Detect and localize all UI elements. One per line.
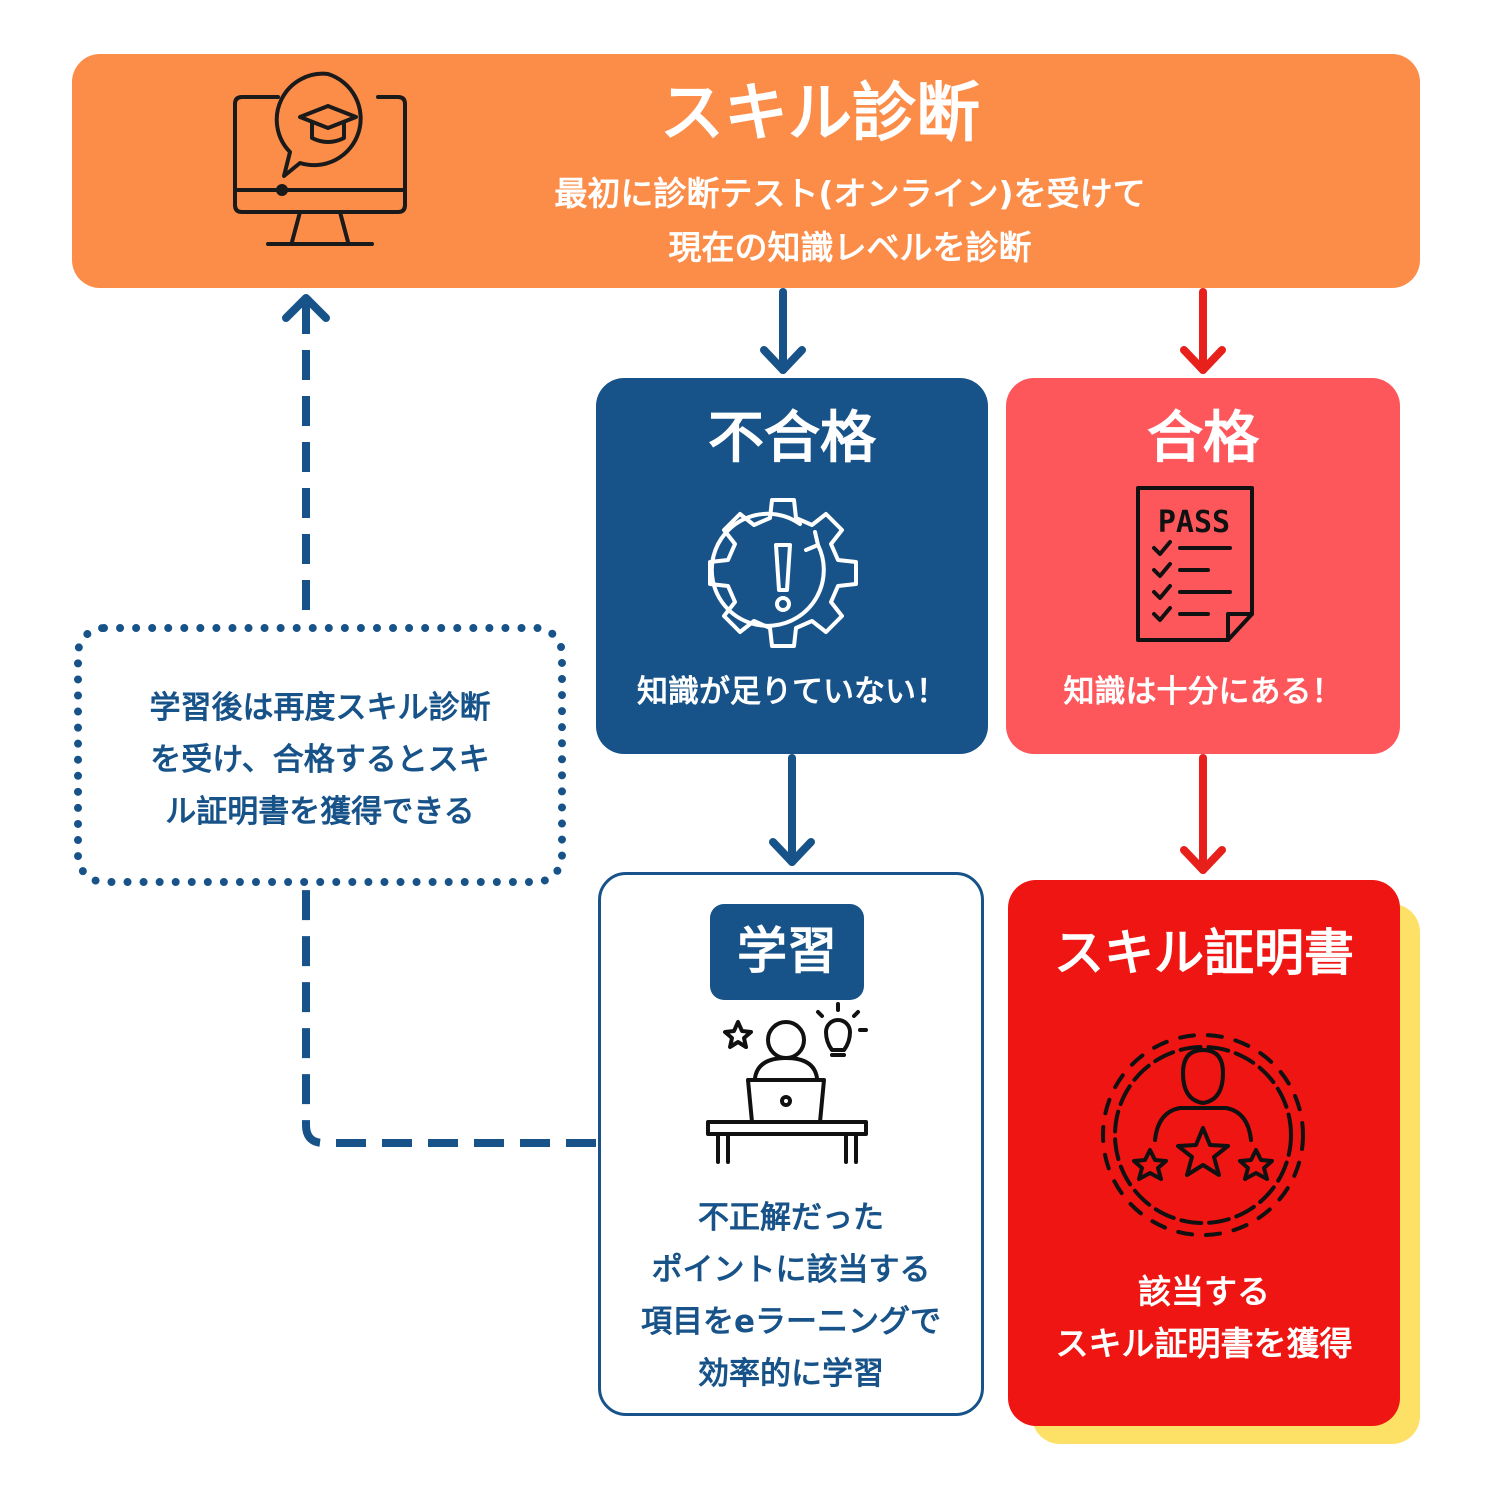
study-desc-line: 効率的に学習 [698, 1356, 884, 1392]
study-label: 学習 [737, 922, 837, 980]
skill-check-desc-line1: 最初に診断テスト(オンライン)を受けて [554, 174, 1146, 213]
study-desc-line: ポイントに該当する [651, 1252, 931, 1288]
pass-desc: 知識は十分にある！ [1063, 674, 1343, 710]
gear-person-stars-icon [1101, 1033, 1305, 1237]
person-laptop-idea-icon [706, 1002, 868, 1164]
study-desc-line: 項目をeラーニングで [640, 1304, 942, 1340]
study-desc: 不正解だった ポイントに該当する 項目をeラーニングで 効率的に学習 [598, 1192, 984, 1400]
note-desc: 学習後は再度スキル診断 を受け、合格するとスキ ル証明書を獲得できる [96, 682, 544, 838]
pass-box [1006, 378, 1400, 754]
certificate-desc: 該当する スキル証明書を獲得 [1008, 1266, 1400, 1370]
certificate-box [1008, 880, 1400, 1426]
study-desc-line: 不正解だった [698, 1200, 884, 1236]
loop-back-arrow [282, 294, 596, 1147]
certificate-desc-line: スキル証明書を獲得 [1055, 1324, 1353, 1363]
study-label-badge [710, 904, 864, 1000]
fail-desc: 知識が足りていない！ [637, 674, 947, 710]
skill-check-title: スキル診断 [660, 77, 980, 151]
arrow-to-fail [760, 288, 806, 374]
pass-title: 合格 [1147, 406, 1259, 471]
skill-check-box [72, 54, 1420, 288]
arrow-to-certificate [1180, 754, 1226, 874]
pass-checklist-icon: PASS [1136, 486, 1254, 642]
note-line: ル証明書を獲得できる [165, 794, 475, 830]
arrow-to-pass [1180, 288, 1226, 374]
gear-exclamation-icon [708, 498, 858, 648]
fail-box [596, 378, 988, 754]
pass-icon-text: PASS [1158, 505, 1230, 540]
arrow-to-study [769, 754, 815, 866]
skill-check-desc-line2: 現在の知識レベルを診断 [668, 228, 1032, 267]
note-box [74, 624, 566, 886]
note-line: を受け、合格するとスキ [150, 742, 490, 778]
certificate-title: スキル証明書 [1054, 924, 1354, 982]
fail-title: 不合格 [708, 406, 876, 471]
note-line: 学習後は再度スキル診断 [149, 690, 491, 726]
monitor-graduation-cap-icon [233, 71, 407, 246]
certificate-desc-line: 該当する [1138, 1272, 1270, 1311]
